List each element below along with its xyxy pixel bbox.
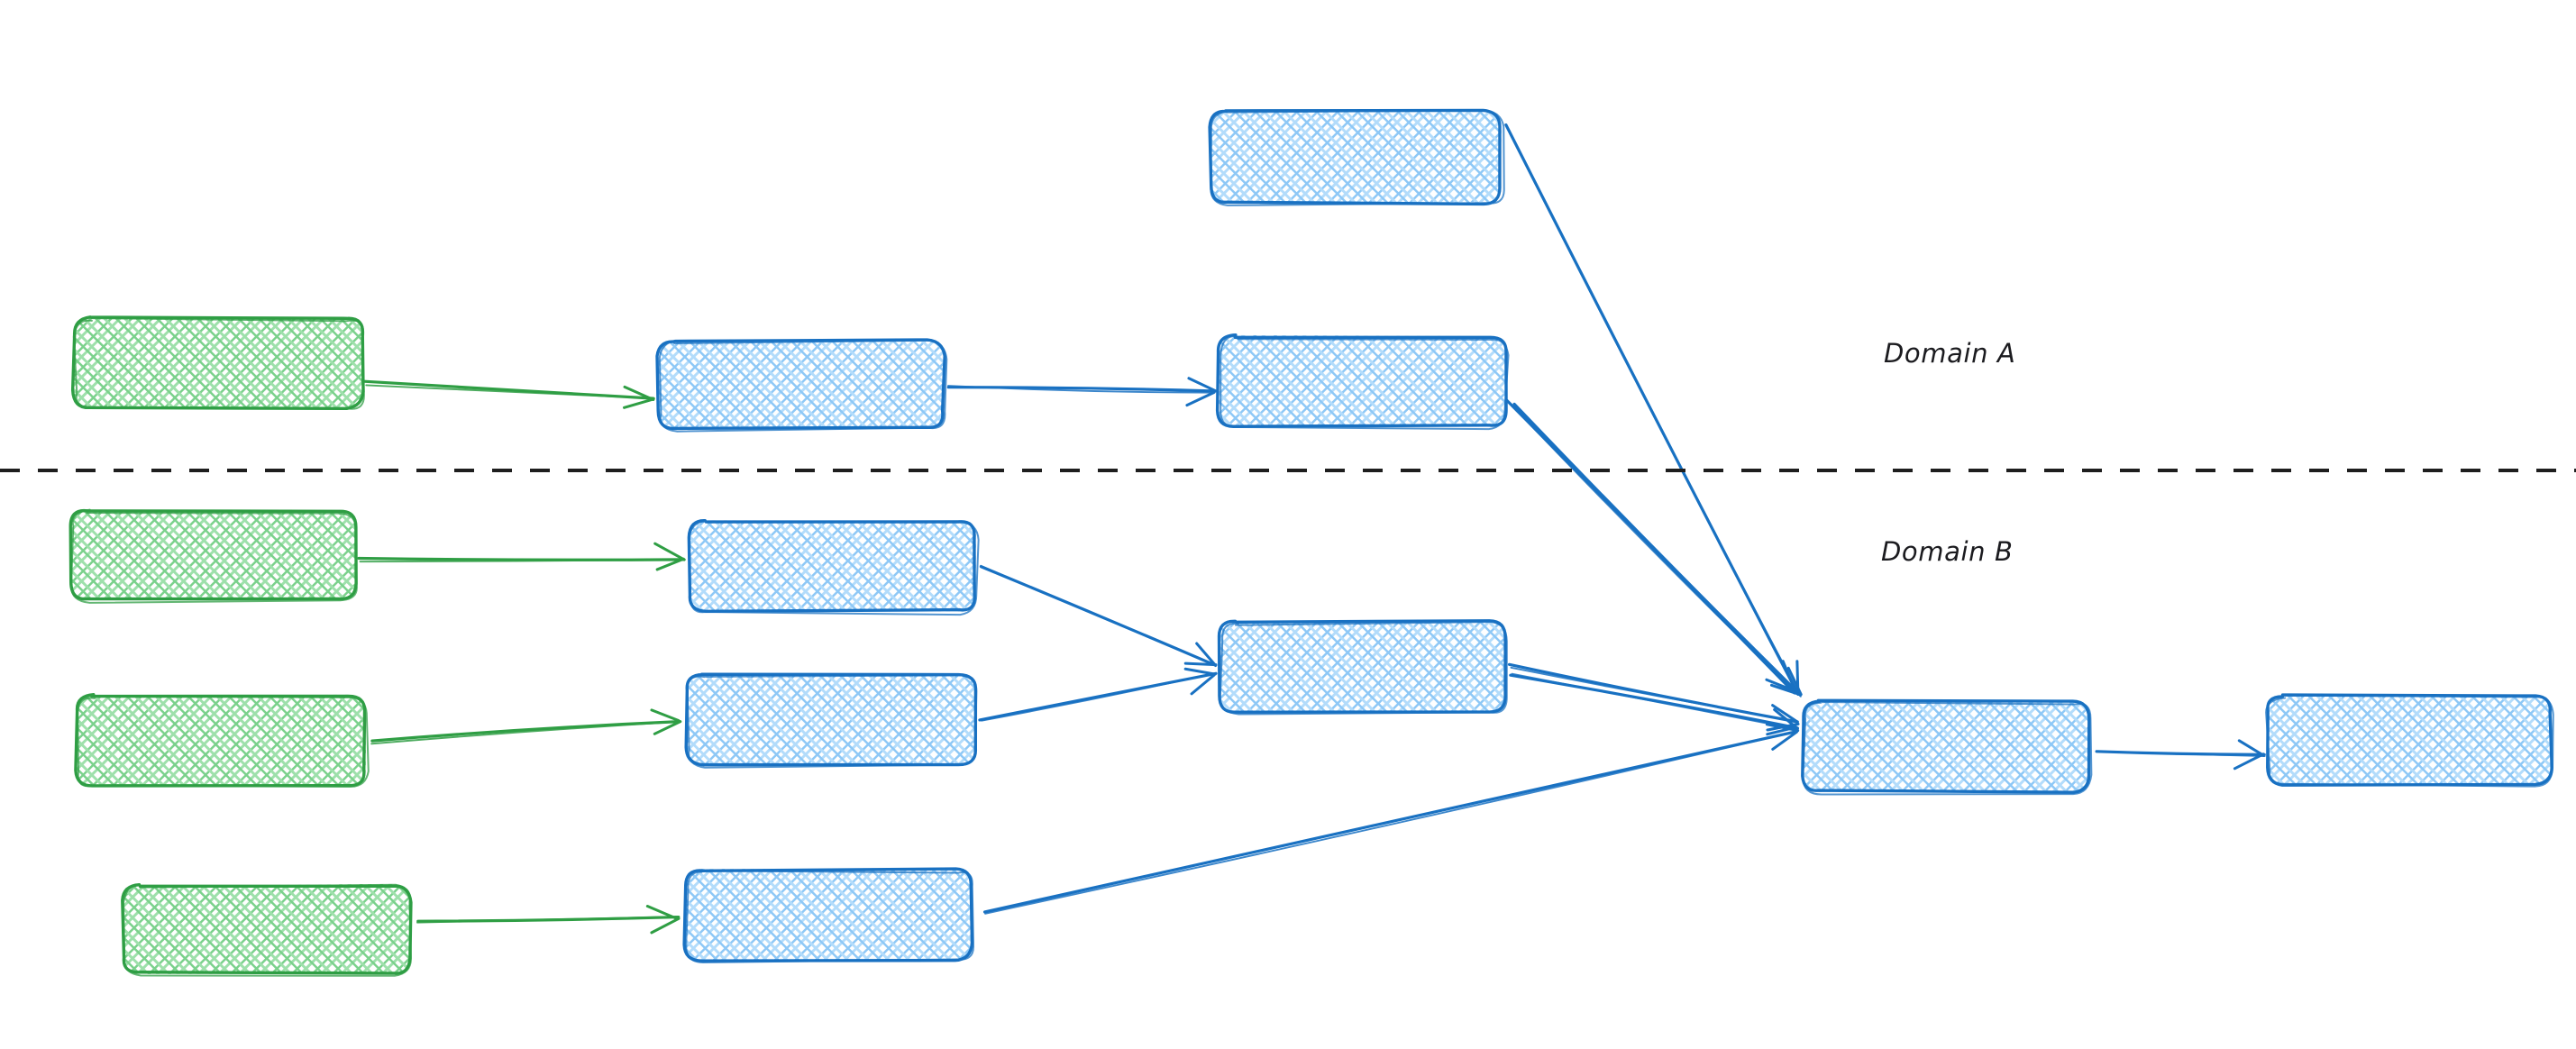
node-b-green-2[interactable] [74, 692, 370, 788]
edge-green [357, 542, 686, 571]
edge-blue [978, 667, 1218, 722]
edge-blue [1504, 123, 1800, 696]
edge-blue [1509, 672, 1799, 736]
edge-blue [1507, 662, 1800, 732]
domain-b-label: Domain B [1881, 536, 2014, 567]
edges-layer [357, 123, 2266, 935]
edge-blue [982, 723, 1800, 915]
edge-green [362, 379, 655, 409]
node-a-green-1[interactable] [70, 315, 365, 411]
node-a-blue-1[interactable] [655, 338, 948, 433]
node-a-blue-2[interactable] [1215, 333, 1510, 431]
nodes-layer [69, 108, 2554, 977]
node-b-green-1[interactable] [69, 508, 358, 604]
edge-blue [1512, 402, 1803, 698]
node-a-top-blue[interactable] [1208, 108, 1505, 206]
node-b-final-blue[interactable] [2265, 693, 2554, 788]
domain-a-label: Domain A [1884, 338, 2016, 369]
node-b-green-3[interactable] [121, 882, 413, 977]
edge-blue [2095, 739, 2266, 771]
node-b-blue-3[interactable] [682, 867, 975, 963]
node-b-blue-2[interactable] [684, 672, 978, 769]
edge-green [416, 905, 681, 935]
edge-blue [946, 377, 1218, 407]
node-b-target-blue[interactable] [1801, 698, 2093, 796]
node-b-merge-blue[interactable] [1217, 619, 1508, 716]
edge-blue [979, 564, 1218, 668]
edge-green [370, 708, 682, 745]
node-b-blue-1[interactable] [687, 518, 980, 616]
